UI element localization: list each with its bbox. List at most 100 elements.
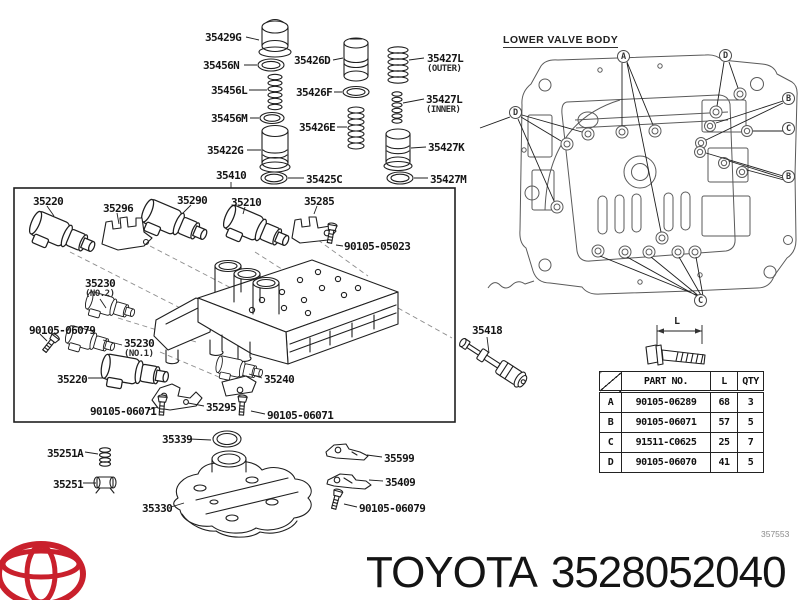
spring-35456l bbox=[267, 73, 283, 111]
filter-35330-drawing bbox=[173, 450, 312, 538]
spring-35427l-outer bbox=[387, 46, 409, 84]
part-label-35220-top: 35220 bbox=[33, 195, 64, 208]
part-label-35426e: 35426E bbox=[299, 121, 336, 134]
callout-b-1: B bbox=[782, 92, 795, 105]
callout-c-2: C bbox=[694, 294, 707, 307]
table-row-d: D 90105-06070 41 5 bbox=[599, 452, 764, 473]
assembly-box-border bbox=[13, 187, 456, 423]
part-label-35422g: 35422G bbox=[207, 144, 244, 157]
callout-a-1: A bbox=[617, 50, 630, 63]
part-label-35409: 35409 bbox=[385, 476, 416, 489]
part-label-35427l-inner: 35427L bbox=[426, 93, 463, 106]
part-label-35220-bottom: 35220 bbox=[57, 373, 88, 386]
part-sublabel-no1: (NO.1) bbox=[124, 349, 154, 359]
toyota-logo bbox=[0, 541, 86, 600]
main-part-number: 3528052040 bbox=[550, 548, 787, 597]
callout-d-2: D bbox=[509, 106, 522, 119]
part-35418-drawing bbox=[459, 337, 528, 388]
part-label-35210: 35210 bbox=[231, 196, 262, 209]
table-row-b: B 90105-06071 57 5 bbox=[599, 412, 764, 433]
part-label-35240: 35240 bbox=[264, 373, 295, 386]
exploded-column-middle bbox=[342, 37, 370, 150]
row-c-length: 25 bbox=[710, 432, 738, 453]
part-label-90105-06071-b: 90105-06071 bbox=[267, 409, 334, 422]
part-label-35427m: 35427M bbox=[430, 173, 467, 186]
part-label-35599: 35599 bbox=[384, 452, 415, 465]
row-a-part-no: 90105-06289 bbox=[621, 391, 711, 413]
spring-35251a bbox=[98, 447, 112, 467]
part-label-35456m: 35456M bbox=[211, 112, 248, 125]
part-sublabel-outer: (OUTER) bbox=[427, 64, 462, 74]
bracket-35599 bbox=[325, 443, 369, 461]
bolt-length-table: PART NO. L QTY A 90105-06289 68 3 B 9010… bbox=[599, 371, 764, 473]
row-d-length: 41 bbox=[710, 452, 738, 473]
exploded-column-right bbox=[383, 46, 414, 185]
callout-b-2: B bbox=[782, 170, 795, 183]
callout-c-1: C bbox=[782, 122, 795, 135]
col-header-qty: QTY bbox=[737, 371, 764, 393]
part-label-35456l: 35456L bbox=[211, 84, 248, 97]
brand-name: TOYOTA bbox=[366, 548, 538, 597]
part-label-35427l-outer: 35427L bbox=[427, 52, 464, 65]
part-label-35426d: 35426D bbox=[294, 54, 331, 67]
part-label-35456n: 35456N bbox=[203, 59, 240, 72]
row-a-qty: 3 bbox=[737, 391, 764, 413]
part-35251-drawing bbox=[93, 476, 117, 494]
bolt-90105-06079-b bbox=[328, 487, 344, 511]
row-d-qty: 5 bbox=[737, 452, 764, 473]
part-label-35296: 35296 bbox=[103, 202, 134, 215]
table-row-c: C 91511-C0625 25 7 bbox=[599, 432, 764, 453]
spring-35426e bbox=[347, 106, 365, 150]
part-label-35230-no2: 35230 bbox=[85, 277, 116, 290]
bolt-90105-06071-b bbox=[236, 394, 248, 416]
exploded-column-left bbox=[257, 18, 292, 185]
part-label-35429g: 35429G bbox=[205, 31, 242, 44]
callout-d-1: D bbox=[719, 49, 732, 62]
table-row-a: A 90105-06289 68 3 bbox=[599, 391, 764, 413]
part-label-35251: 35251 bbox=[53, 478, 84, 491]
assembly-guide-lines bbox=[69, 239, 453, 387]
row-b-part-no: 90105-06071 bbox=[621, 412, 711, 433]
bolt-dimension-drawing bbox=[645, 325, 706, 366]
part-label-35425c: 35425C bbox=[306, 173, 343, 186]
part-label-90105-05023: 90105-05023 bbox=[344, 240, 411, 253]
row-d-key: D bbox=[599, 452, 622, 473]
part-sublabel-inner: (INNER) bbox=[426, 105, 461, 115]
bolt-positions bbox=[550, 87, 753, 259]
part-label-35339: 35339 bbox=[162, 433, 193, 446]
row-d-part-no: 90105-06070 bbox=[621, 452, 711, 473]
lower-valve-body-title: LOWER VALVE BODY bbox=[503, 34, 619, 48]
part-label-90105-06079-b: 90105-06079 bbox=[359, 502, 426, 515]
lower-valve-body-drawing bbox=[479, 54, 798, 298]
part-label-90105-06071-a: 90105-06071 bbox=[90, 405, 157, 418]
bracket-35240-foot bbox=[221, 375, 257, 397]
table-corner-cell bbox=[599, 371, 622, 393]
part-label-35290: 35290 bbox=[177, 194, 208, 207]
part-label-35285: 35285 bbox=[304, 195, 335, 208]
part-label-35427k: 35427K bbox=[428, 141, 465, 154]
valve-body-drawing bbox=[153, 259, 399, 365]
part-label-35251a: 35251A bbox=[47, 447, 84, 460]
oring-35339 bbox=[212, 430, 242, 448]
part-label-35410: 35410 bbox=[216, 169, 247, 182]
doc-code: 357553 bbox=[761, 529, 790, 539]
col-header-length: L bbox=[710, 371, 738, 393]
callout-leader-lines bbox=[479, 61, 785, 298]
box-leader-lines bbox=[39, 204, 344, 415]
row-a-length: 68 bbox=[710, 391, 738, 413]
row-b-key: B bbox=[599, 412, 622, 433]
spring-35427l-inner bbox=[391, 91, 403, 124]
part-label-35230-no1: 35230 bbox=[124, 337, 155, 350]
part-label-90105-06079-a: 90105-06079 bbox=[29, 324, 96, 337]
bolt-dim-label: L bbox=[674, 316, 681, 327]
row-b-qty: 5 bbox=[737, 412, 764, 433]
solenoid-35210 bbox=[217, 202, 294, 261]
part-label-35295: 35295 bbox=[206, 401, 237, 414]
row-c-key: C bbox=[599, 432, 622, 453]
part-sublabel-no2: (NO.2) bbox=[85, 289, 115, 299]
col-header-part-no: PART NO. bbox=[621, 371, 711, 393]
part-label-35330: 35330 bbox=[142, 502, 173, 515]
solenoid-35220-top bbox=[23, 208, 100, 267]
